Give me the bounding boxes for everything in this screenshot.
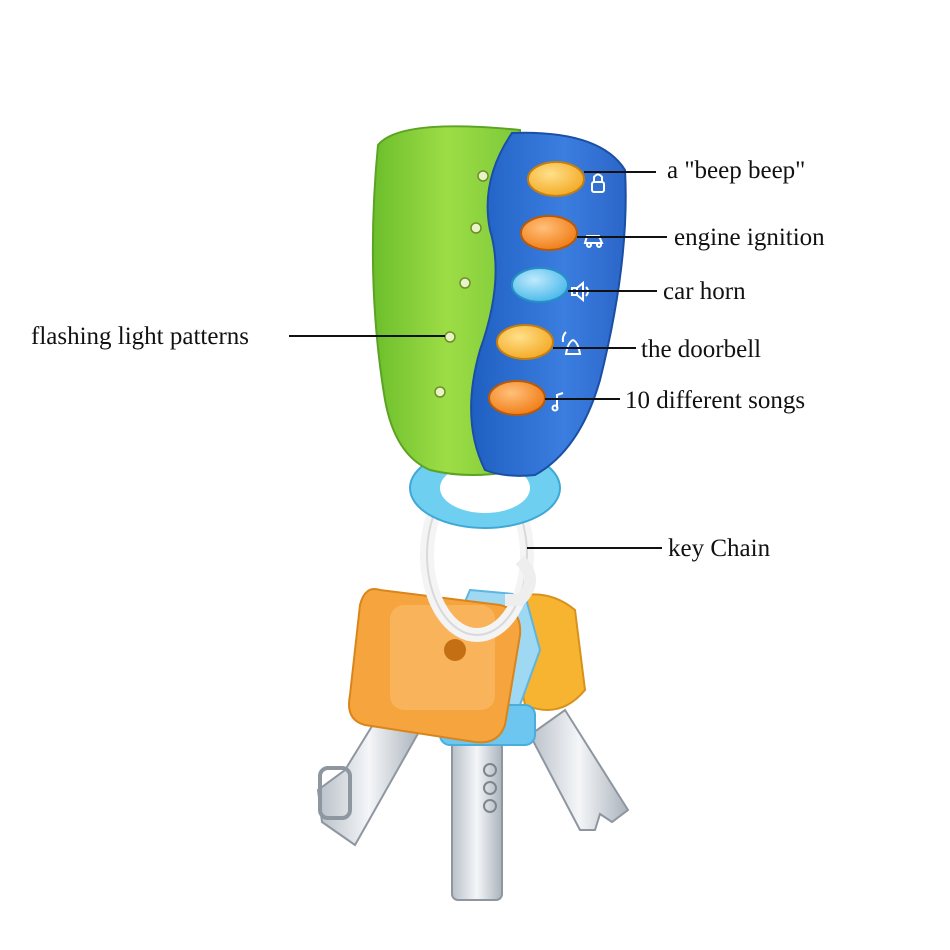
label-beep: a "beep beep" — [667, 157, 806, 184]
keys — [316, 588, 630, 901]
lock-icon — [591, 173, 605, 193]
remote-body — [371, 125, 627, 529]
beep-button — [527, 161, 585, 197]
songs-button — [488, 380, 546, 416]
label-key-chain: key Chain — [668, 535, 771, 562]
label-car-horn: car horn — [663, 278, 746, 305]
label-flashing-lights: flashing light patterns — [31, 323, 250, 350]
label-doorbell: the doorbell — [641, 336, 762, 363]
label-songs: 10 different songs — [625, 387, 806, 414]
horn-button — [511, 267, 569, 303]
leader-lines — [289, 171, 667, 549]
engine-button — [520, 215, 578, 251]
music-note-icon — [551, 392, 564, 412]
doorbell-button — [496, 324, 554, 360]
label-engine-ignition: engine ignition — [674, 224, 825, 251]
remote-buttons — [488, 161, 585, 416]
